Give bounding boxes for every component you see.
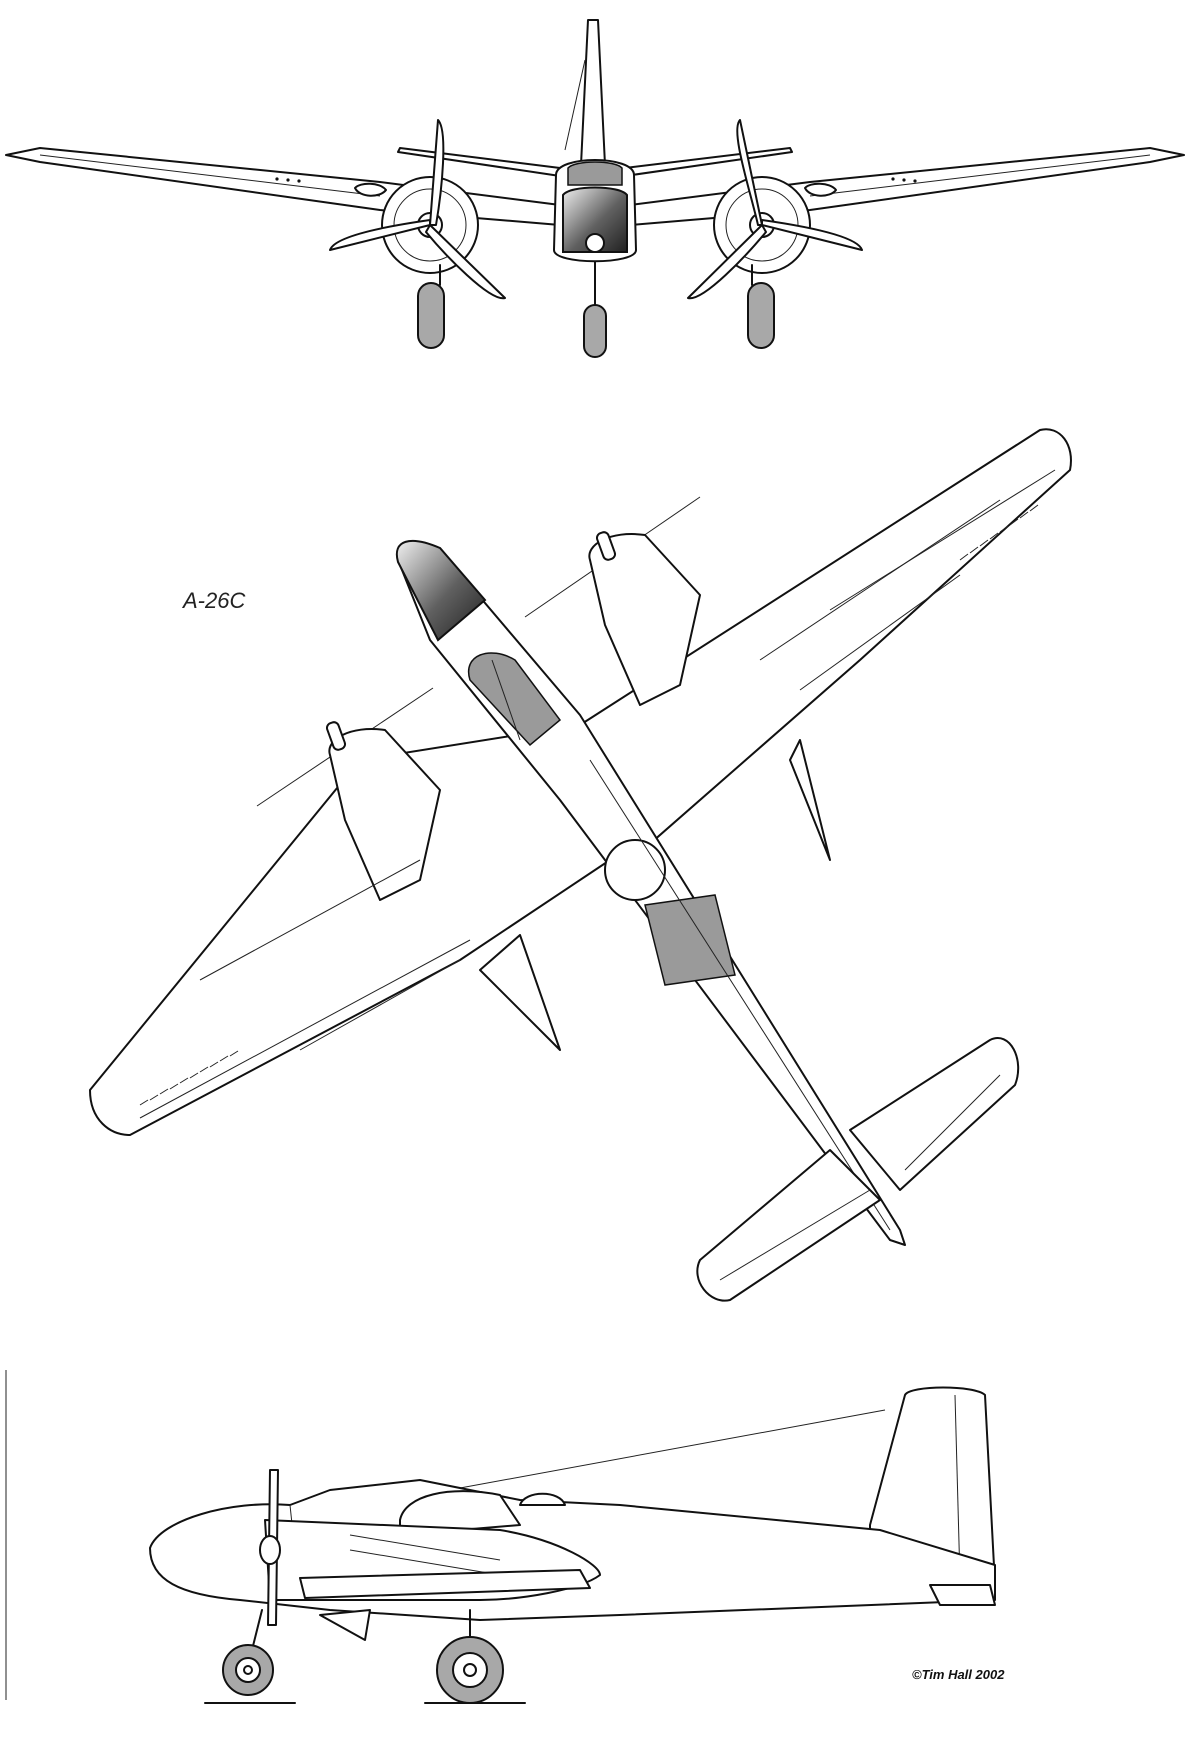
right-propeller-blade [736,119,763,226]
side-view [5,1370,996,1704]
top-left-stabilizer [696,1149,881,1302]
top-left-wing [89,724,611,1136]
front-nose [562,186,628,253]
top-right-nacelle [588,533,701,706]
front-nose-wheel [583,304,607,358]
front-left-wheel [417,282,445,349]
top-left-nacelle [328,728,441,901]
top-right-wing [579,428,1072,871]
side-wing [299,1569,591,1599]
top-right-stabilizer [849,1037,1020,1191]
top-turret [604,839,666,901]
front-right-wheel [747,282,775,349]
top-nose [395,539,487,642]
top-canopy [467,652,562,747]
top-view [89,428,1072,1302]
top-bomb-bay [644,894,736,986]
credit-label: ©Tim Hall 2002 [912,1667,1005,1682]
front-view [5,19,1185,358]
left-propeller-blade [429,119,445,226]
front-fin [580,19,606,166]
model-label: A-26C [183,588,246,613]
side-cockpit [399,1490,521,1536]
side-turret [519,1492,566,1506]
